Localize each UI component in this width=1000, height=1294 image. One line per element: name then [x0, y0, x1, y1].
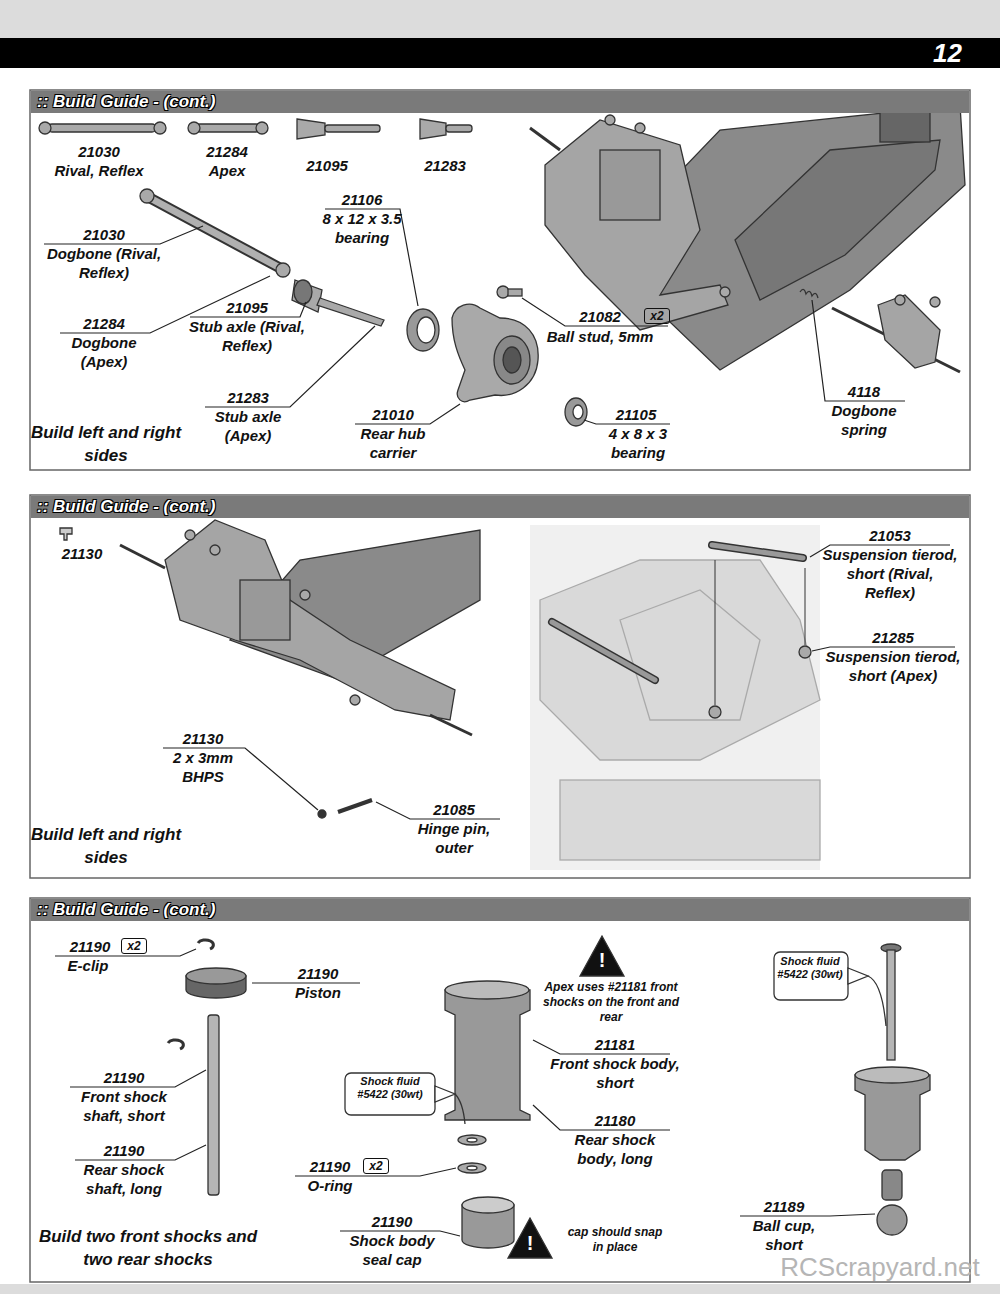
part-label: 8 x 12 x 3.5 bearing	[307, 209, 417, 247]
part-label: Hinge pin, outer	[409, 819, 499, 857]
part-label: Dogbone (Rival, Reflex)	[39, 244, 169, 282]
part-label: Piston	[278, 983, 358, 1002]
section-title: :: Build Guide - (cont.)	[37, 92, 215, 111]
panel-frames	[30, 90, 970, 1282]
callout-number: 21010	[353, 405, 433, 424]
section-title: :: Build Guide - (cont.)	[37, 900, 215, 919]
warning-mark: !	[520, 1234, 540, 1253]
part-label: Stub axle (Rival, Reflex)	[177, 317, 317, 355]
part-label: Ball stud, 5mm	[545, 327, 655, 346]
page-number: 12	[933, 38, 962, 68]
parts-panel-3	[168, 936, 930, 1258]
part-label: Apex uses #21181 front shocks on the fro…	[536, 980, 686, 1025]
part-label: Shock fluid #5422 (30wt)	[774, 955, 846, 981]
part-label: Ball cup, short	[744, 1216, 824, 1254]
callout-number: 21106	[322, 190, 402, 209]
parts-panel-2	[60, 520, 820, 870]
quantity-badge: x2	[644, 308, 670, 324]
quantity-badge: x2	[121, 938, 147, 954]
callout-number: 21283	[208, 388, 288, 407]
callout-number: 21181	[575, 1035, 655, 1054]
callout-number: 21190	[278, 964, 358, 983]
callout-number: 21105	[596, 405, 676, 424]
watermark: RCScrapyard.net	[780, 1252, 980, 1282]
callout-number: 21190	[352, 1212, 432, 1231]
callout-number: 21082	[565, 307, 635, 326]
page-number-bar: 12	[0, 38, 1000, 68]
callout-number: 21190	[55, 937, 125, 956]
part-label: Shock body seal cap	[342, 1231, 442, 1269]
part-label: Rear shock shaft, long	[69, 1160, 179, 1198]
part-label: Front shock shaft, short	[64, 1087, 184, 1125]
step-instruction: Build left and right sides	[21, 421, 191, 467]
callout-number: 21130	[163, 729, 243, 748]
callout-number: 21190	[295, 1157, 365, 1176]
part-label: Rival, Reflex	[34, 161, 164, 180]
callout-number: 21030	[64, 225, 144, 244]
part-label: 4 x 8 x 3 bearing	[588, 424, 688, 462]
part-label: Apex	[187, 161, 267, 180]
part-label: Stub axle (Apex)	[198, 407, 298, 445]
callout-number: 21283	[405, 156, 485, 175]
callout-number: 21085	[414, 800, 494, 819]
part-label: Dogbone spring	[814, 401, 914, 439]
callout-number: 21030	[49, 142, 149, 161]
part-label: Shock fluid #5422 (30wt)	[349, 1075, 431, 1101]
top-strip	[0, 0, 1000, 38]
bottom-strip	[0, 1284, 1000, 1294]
part-label: Rear shock body, long	[555, 1130, 675, 1168]
callout-number: 21189	[744, 1197, 824, 1216]
callout-number: 21095	[287, 156, 367, 175]
section-header-band: :: Build Guide - (cont.)	[31, 899, 969, 921]
section-title: :: Build Guide - (cont.)	[37, 497, 215, 516]
callout-number: 21285	[853, 628, 933, 647]
part-label: cap should snap in place	[565, 1225, 665, 1255]
step-instruction: Build two front shocks and two rear shoc…	[31, 1225, 266, 1271]
step-instruction: Build left and right sides	[21, 823, 191, 869]
part-label: 2 x 3mm BHPS	[163, 748, 243, 786]
callout-number: 21190	[84, 1068, 164, 1087]
leader-lines	[44, 209, 955, 1236]
section-header-band: :: Build Guide - (cont.)	[31, 91, 969, 113]
callout-number: 21180	[575, 1111, 655, 1130]
part-label: E-clip	[48, 956, 128, 975]
callout-number: 21190	[84, 1141, 164, 1160]
warning-mark: !	[592, 951, 612, 970]
part-label: Dogbone (Apex)	[59, 333, 149, 371]
part-label: Front shock body, short	[550, 1054, 680, 1092]
part-label: Suspension tierod, short (Rival, Reflex)	[823, 545, 958, 602]
callout-number: 21095	[207, 298, 287, 317]
callout-number: 21053	[850, 526, 930, 545]
part-label: Suspension tierod, short (Apex)	[826, 647, 961, 685]
callout-number: 21130	[52, 544, 112, 563]
section-header-band: :: Build Guide - (cont.)	[31, 496, 969, 518]
part-label: O-ring	[290, 1176, 370, 1195]
callout-number: 21284	[187, 142, 267, 161]
part-label: Rear hub carrier	[343, 424, 443, 462]
callout-number: 4118	[824, 382, 904, 401]
callout-number: 21284	[64, 314, 144, 333]
parts-panel-1	[39, 105, 965, 426]
quantity-badge: x2	[363, 1158, 389, 1174]
